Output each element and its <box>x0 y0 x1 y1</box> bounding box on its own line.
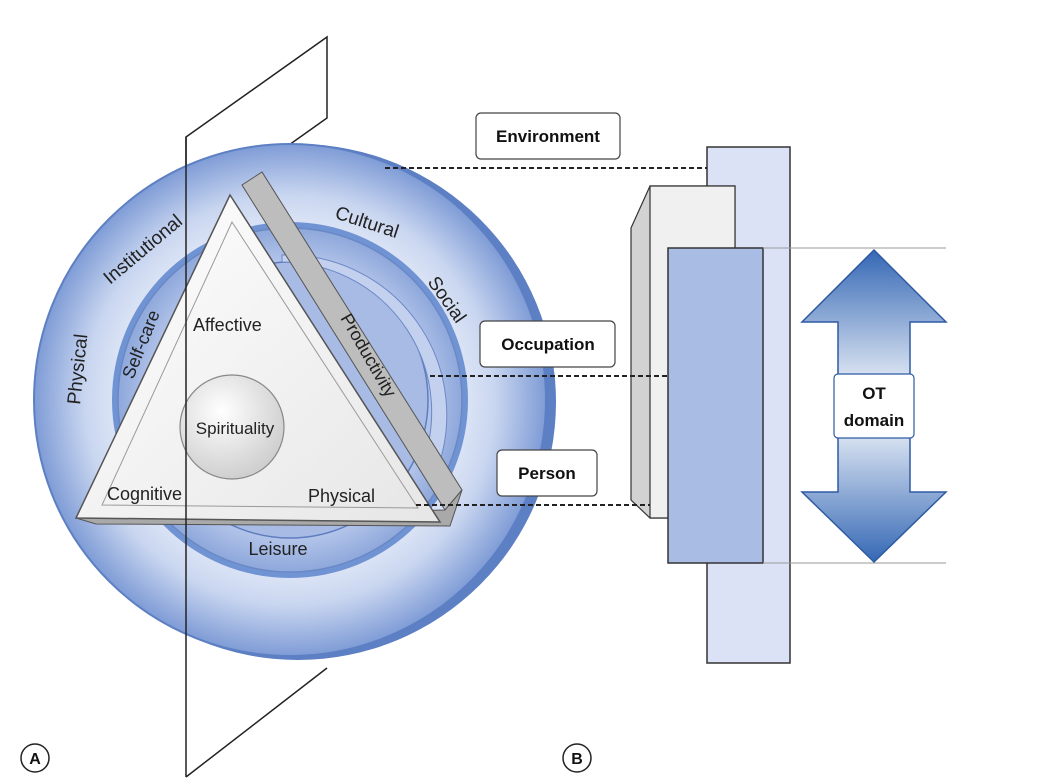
spirituality-sphere <box>179 374 285 480</box>
label-physical-person: Physical <box>308 486 375 506</box>
occupation-label: Occupation <box>501 335 595 354</box>
person-triangle <box>74 193 442 523</box>
ot-domain-box <box>833 373 915 439</box>
environment-label: Environment <box>496 127 600 146</box>
triangle-bevel <box>101 220 419 509</box>
label-cognitive: Cognitive <box>107 484 182 504</box>
panel-b: OT domain Environment Occupation Person … <box>385 112 948 773</box>
environment-box <box>475 112 621 160</box>
panel-a-marker: A <box>29 751 41 768</box>
label-leisure: Leisure <box>248 539 307 559</box>
panel-a-marker-circle <box>20 743 50 773</box>
plane-front-bottom <box>185 667 328 778</box>
person-label: Person <box>518 464 576 483</box>
label-affective: Affective <box>193 315 262 335</box>
person-block <box>667 247 764 564</box>
panel-b-marker-circle <box>562 743 592 773</box>
label-spirituality: Spirituality <box>196 419 275 438</box>
ot-domain-label-line1: OT <box>862 384 886 403</box>
occupation-box <box>479 320 616 368</box>
panel-a: Physical Institutional Cultural Social S… <box>20 35 556 778</box>
panel-b-marker: B <box>571 751 583 768</box>
person-box <box>496 449 598 497</box>
ot-domain-label-line2: domain <box>844 411 904 430</box>
